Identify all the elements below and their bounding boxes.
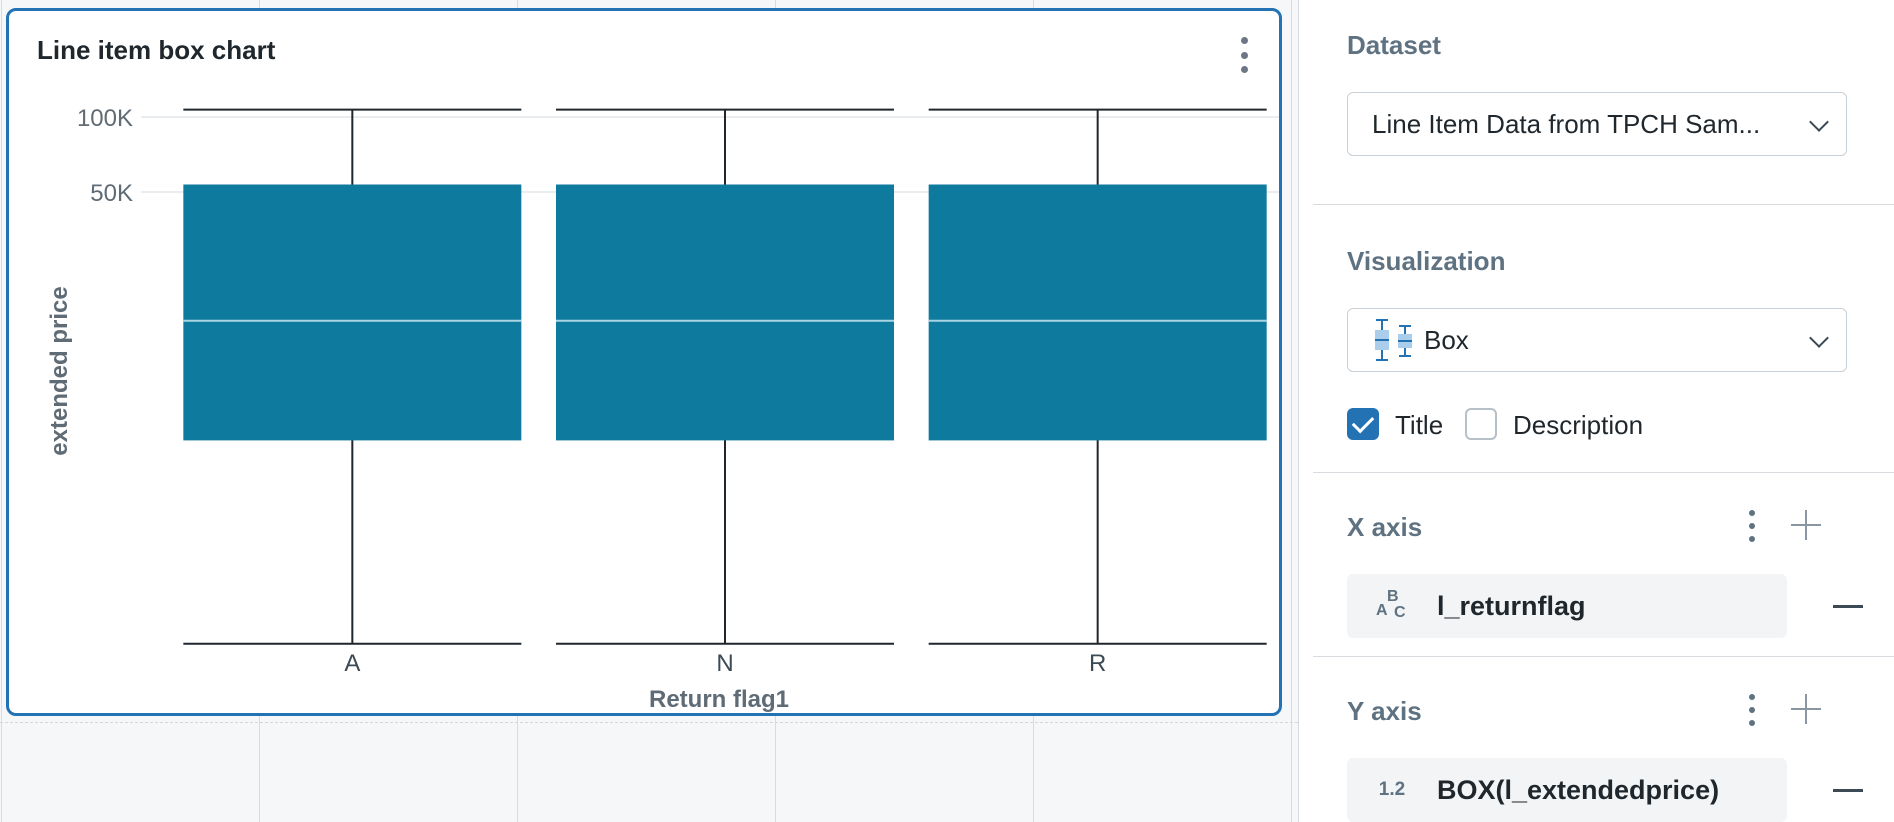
- y-axis-field-name: BOX(l_extendedprice): [1437, 774, 1720, 805]
- string-type-icon: A B C: [1347, 585, 1437, 627]
- svg-text:C: C: [1394, 604, 1406, 621]
- box-body: [183, 184, 522, 441]
- box-R[interactable]: [928, 108, 1267, 645]
- description-checkbox-label: Description: [1513, 410, 1644, 440]
- description-checkbox[interactable]: [1465, 408, 1497, 440]
- box-body: [928, 184, 1267, 441]
- visualization-value: Box: [1424, 324, 1469, 355]
- number-type-icon: 1.2: [1378, 779, 1406, 800]
- visualization-select[interactable]: Box: [1347, 308, 1847, 372]
- box-plot-icon: [1375, 319, 1412, 361]
- section-divider: [1313, 204, 1894, 205]
- y-axis-add-icon[interactable]: [1791, 694, 1821, 724]
- svg-text:B: B: [1387, 588, 1399, 605]
- x-axis-add-icon[interactable]: [1791, 510, 1821, 540]
- x-axis-remove-icon[interactable]: [1833, 605, 1863, 608]
- section-divider: [1313, 472, 1894, 473]
- y-axis-menu-icon[interactable]: [1747, 694, 1757, 726]
- x-axis-label: Return flag1: [649, 686, 789, 713]
- x-axis-field-name: l_returnflag: [1437, 590, 1586, 621]
- title-checkbox-label: Title: [1395, 410, 1444, 440]
- dataset-select[interactable]: Line Item Data from TPCH Sam...: [1347, 92, 1847, 156]
- canvas-grid-line: [0, 722, 1298, 723]
- x-axis-field[interactable]: A B C l_returnflag: [1347, 574, 1787, 638]
- y-axis-field[interactable]: 1.2 BOX(l_extendedprice): [1347, 758, 1787, 822]
- svg-text:A: A: [1376, 602, 1388, 619]
- x-tick-label: A: [344, 650, 360, 677]
- widget-menu-icon[interactable]: [1237, 37, 1251, 73]
- x-tick-label: N: [716, 650, 733, 677]
- dataset-value: Line Item Data from TPCH Sam...: [1372, 108, 1761, 139]
- box-N[interactable]: [556, 108, 894, 645]
- y-axis-remove-icon[interactable]: [1833, 789, 1863, 792]
- chevron-down-icon: [1809, 112, 1829, 132]
- title-checkbox[interactable]: [1347, 408, 1379, 440]
- y-axis-section-label: Y axis: [1347, 696, 1422, 726]
- dataset-label: Dataset: [1347, 30, 1441, 60]
- box-A[interactable]: [183, 108, 522, 645]
- box-body: [556, 184, 894, 441]
- widget-title: Line item box chart: [37, 35, 276, 65]
- box-chart: 100K 50K A N R Return flag1 extended price: [46, 105, 1279, 713]
- config-panel: Dataset Line Item Data from TPCH Sam... …: [1298, 0, 1894, 822]
- x-axis-menu-icon[interactable]: [1747, 510, 1757, 542]
- y-tick-label: 50K: [90, 180, 133, 207]
- y-tick-label: 100K: [77, 105, 133, 132]
- section-divider: [1313, 656, 1894, 657]
- x-axis-section-label: X axis: [1347, 512, 1423, 542]
- x-tick-label: R: [1089, 650, 1106, 677]
- chevron-down-icon: [1809, 328, 1829, 348]
- chart-widget[interactable]: Line item box chart 100K 50K A N R Return f…: [6, 8, 1282, 716]
- visualization-label: Visualization: [1347, 246, 1506, 276]
- y-axis-label: extended price: [46, 286, 73, 455]
